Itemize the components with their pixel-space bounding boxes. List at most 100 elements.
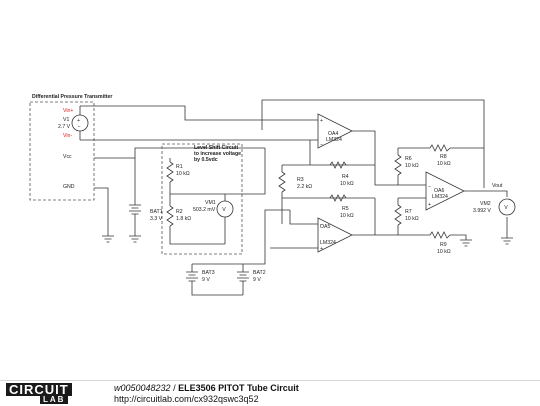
svg-text:−: − <box>78 124 81 130</box>
wire-bat-bus <box>192 209 290 265</box>
vm1-name: VM1 <box>205 200 216 206</box>
footer-title-id: w0050048232 <box>114 383 171 393</box>
r3-value: 2.2 kΩ <box>297 184 312 190</box>
r2-value: 1.8 kΩ <box>176 216 191 222</box>
ground-symbol-2 <box>460 239 472 247</box>
footer-title: w0050048232 / ELE3506 PITOT Tube Circuit <box>114 383 299 394</box>
schematic-canvas: Differential Pressure Transmitter Vin+ V… <box>29 94 516 296</box>
svg-text:+: + <box>77 118 80 124</box>
r2-name: R2 <box>176 209 183 215</box>
wire-r9 <box>398 234 467 240</box>
footer-title-sep: / <box>170 383 179 393</box>
wire-vm1-rail <box>225 148 266 195</box>
oa5-opamp[interactable]: − + <box>317 217 353 253</box>
transmitter-title: Differential Pressure Transmitter <box>32 94 112 100</box>
bat1-value: 3.3 V <box>150 216 163 222</box>
svg-text:+: + <box>320 246 323 252</box>
wire-vcc <box>94 147 265 159</box>
vin-plus-label: Vin+ <box>63 108 73 114</box>
wire-level-shift <box>169 158 225 245</box>
r7-resistor[interactable] <box>394 204 402 226</box>
ground-symbol-1 <box>102 235 114 243</box>
svg-text:−: − <box>320 222 323 228</box>
oa4-opamp[interactable]: + − <box>317 113 353 149</box>
r8-name: R8 <box>440 154 447 160</box>
r7-value: 10 kΩ <box>405 216 419 222</box>
svg-text:−: − <box>428 184 431 190</box>
v1-value: 2.7 V <box>58 124 71 130</box>
r5-resistor[interactable] <box>329 194 347 202</box>
r4-resistor[interactable] <box>329 161 347 169</box>
r8-value: 10 kΩ <box>437 161 451 167</box>
r5-value: 10 kΩ <box>340 213 354 219</box>
svg-text:−: − <box>320 142 323 148</box>
r9-resistor[interactable] <box>429 231 451 239</box>
r6-resistor[interactable] <box>394 154 402 176</box>
footer: CIRCUIT LAB w0050048232 / ELE3506 PITOT … <box>0 380 540 406</box>
level-shift-line1: Level Shift Circuit <box>194 145 238 151</box>
oa5-part: LM324 <box>320 240 336 246</box>
oa6-opamp[interactable]: − + <box>425 171 465 211</box>
vcc-label: Vcc <box>63 154 72 160</box>
vm2-voltmeter[interactable]: V <box>498 198 516 216</box>
footer-title-name: ELE3506 PITOT Tube Circuit <box>178 383 299 393</box>
vm1-value: 503.2 mV <box>193 207 216 213</box>
level-shift-block <box>161 143 243 255</box>
oa4-part: LM324 <box>326 137 342 143</box>
r5-name: R5 <box>342 206 349 212</box>
r1-name: R1 <box>176 164 183 170</box>
r4-value: 10 kΩ <box>340 181 354 187</box>
bat2-name: BAT2 <box>253 270 266 276</box>
bat2-battery[interactable] <box>237 264 249 295</box>
level-shift-line3: by 0.5vdc <box>194 157 218 163</box>
bat1-name: BAT1 <box>150 209 163 215</box>
logo-text-top: CIRCUIT <box>6 383 72 396</box>
vm1-voltmeter[interactable]: V <box>216 194 234 244</box>
wire-r6-r7 <box>397 148 426 235</box>
oa6-part: LM324 <box>432 194 448 200</box>
r1-value: 10 kΩ <box>176 171 190 177</box>
footer-text: w0050048232 / ELE3506 PITOT Tube Circuit… <box>114 383 299 405</box>
wire-oa6-out <box>464 190 508 238</box>
v1-source[interactable]: + − <box>71 106 89 140</box>
oa5-name: OA5 <box>320 224 330 230</box>
transmitter-block <box>29 101 95 201</box>
bat1-battery[interactable] <box>129 158 141 243</box>
bat3-name: BAT3 <box>202 270 215 276</box>
wire-vin-plus <box>80 105 318 121</box>
r6-name: R6 <box>405 156 412 162</box>
r9-name: R9 <box>440 242 447 248</box>
bat2-value: 9 V <box>253 277 261 283</box>
wire-oa4-out <box>352 130 398 186</box>
r1-resistor[interactable] <box>166 161 174 183</box>
svg-text:V: V <box>222 207 226 213</box>
r3-name: R3 <box>297 177 304 183</box>
oa6-name: OA6 <box>434 188 444 194</box>
svg-text:V: V <box>504 205 508 211</box>
vm2-name: VM2 <box>480 201 491 207</box>
svg-text:+: + <box>320 118 323 124</box>
footer-url[interactable]: http://circuitlab.com/cx932qswc3q52 <box>114 394 259 404</box>
bat3-value: 9 V <box>202 277 210 283</box>
r3-resistor[interactable] <box>278 171 286 193</box>
vin-minus-label: Vin- <box>63 133 72 139</box>
vm2-value: 3.992 V <box>473 208 491 214</box>
r6-value: 10 kΩ <box>405 163 419 169</box>
circuitlab-logo[interactable]: CIRCUIT LAB <box>6 383 98 404</box>
level-shift-line2: to increase voltage <box>194 151 241 157</box>
bat3-battery[interactable] <box>186 264 243 296</box>
ground-symbol-3 <box>501 237 513 245</box>
r2-resistor[interactable] <box>166 205 174 227</box>
r7-name: R7 <box>405 209 412 215</box>
r4-name: R4 <box>342 174 349 180</box>
wire-r3-network <box>281 140 375 199</box>
wire-gnd <box>94 187 109 236</box>
r8-resistor[interactable] <box>429 144 451 152</box>
wire-oa5 <box>270 198 398 249</box>
oa4-name: OA4 <box>328 131 338 137</box>
v1-name: V1 <box>63 117 69 123</box>
wire-top-rail <box>261 99 485 188</box>
svg-text:+: + <box>428 202 431 208</box>
vout-label: Vout <box>492 183 503 189</box>
gnd-label: GND <box>63 184 75 190</box>
